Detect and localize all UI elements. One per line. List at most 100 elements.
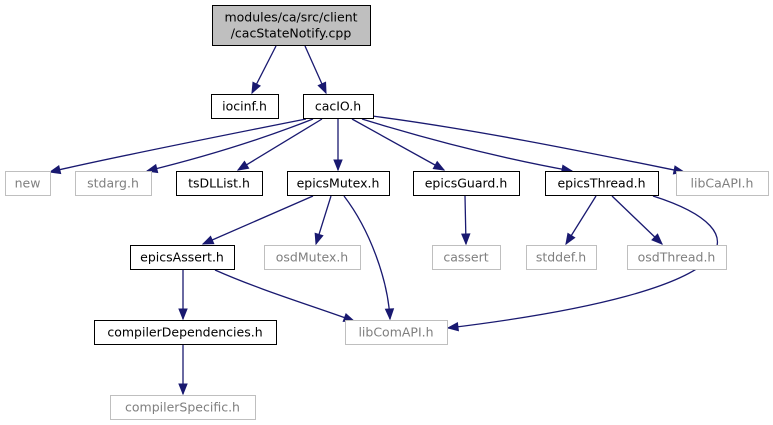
edge-line — [202, 195, 314, 245]
node-label: cassert — [443, 250, 488, 265]
arrowhead-icon — [317, 81, 327, 95]
arrowhead-icon — [461, 233, 471, 246]
arrowhead-icon — [565, 232, 576, 246]
edge-epicsassert-to-compilerdeps — [178, 270, 188, 321]
edge-cacio-to-tsdllist — [236, 118, 323, 171]
arrowhead-icon — [384, 308, 395, 321]
nodes-layer: modules/ca/src/client/cacStateNotify.cpp… — [5, 5, 769, 420]
edge-epicsthread-to-stddef — [565, 195, 597, 246]
arrowhead-icon — [201, 235, 215, 245]
node-new[interactable]: new — [5, 171, 51, 196]
node-tsdllist[interactable]: tsDLList.h — [176, 171, 263, 196]
edge-line — [214, 269, 355, 322]
edges-layer — [48, 45, 718, 396]
edge-epicsmutex-to-osdmutex — [314, 195, 332, 246]
edge-line — [49, 118, 307, 173]
node-stdarg[interactable]: stdarg.h — [75, 171, 152, 196]
node-compilerdeps[interactable]: compilerDependencies.h — [94, 320, 277, 345]
node-box — [110, 395, 256, 420]
edge-cacio-to-epicsthread — [361, 118, 574, 174]
node-box — [130, 245, 235, 270]
node-label: stddef.h — [536, 250, 586, 265]
arrowhead-icon — [333, 159, 343, 172]
node-root[interactable]: modules/ca/src/client/cacStateNotify.cpp — [212, 5, 371, 46]
node-box — [264, 245, 361, 270]
node-box — [545, 171, 659, 196]
node-label: osdThread.h — [638, 250, 716, 265]
node-box — [94, 320, 277, 345]
node-compilerspecific[interactable]: compilerSpecific.h — [110, 395, 256, 420]
arrowhead-icon — [446, 322, 459, 332]
node-box — [627, 245, 727, 270]
edge-cacio-to-epicsguard — [351, 118, 446, 171]
edge-epicsmutex-to-epicsassert — [201, 195, 314, 245]
edge-cacio-to-stdarg — [145, 118, 314, 174]
node-libcaapi[interactable]: libCaAPI.h — [676, 171, 769, 196]
edge-root-to-iocinf — [251, 45, 277, 95]
arrowhead-icon — [236, 160, 250, 171]
node-osdthread[interactable]: osdThread.h — [627, 245, 727, 270]
edge-epicsmutex-to-libcomapi — [343, 195, 395, 321]
node-box — [75, 171, 152, 196]
node-box — [5, 171, 51, 196]
node-box — [287, 171, 390, 196]
arrowhead-icon — [48, 164, 62, 175]
edge-line — [343, 195, 391, 320]
node-stddef[interactable]: stddef.h — [526, 245, 597, 270]
edge-line — [237, 118, 323, 171]
edge-cacio-to-new — [48, 118, 307, 175]
arrowhead-icon — [651, 233, 663, 245]
node-label: cacIO.h — [315, 99, 361, 114]
edge-compilerdeps-to-compilerspecific — [178, 345, 188, 396]
node-box — [211, 94, 279, 119]
node-epicsmutex[interactable]: epicsMutex.h — [287, 171, 390, 196]
node-cassert[interactable]: cassert — [432, 245, 501, 270]
edge-line — [146, 118, 314, 172]
node-label: modules/ca/src/client — [224, 10, 357, 25]
node-label: compilerSpecific.h — [125, 400, 240, 415]
node-libcomapi[interactable]: libComAPI.h — [345, 320, 448, 345]
node-label: epicsMutex.h — [297, 176, 380, 191]
arrowhead-icon — [251, 81, 261, 95]
node-label: iocinf.h — [222, 99, 267, 114]
node-label: tsDLList.h — [188, 176, 250, 191]
node-label: libCaAPI.h — [691, 176, 754, 191]
node-label: epicsAssert.h — [140, 250, 224, 265]
edge-line — [611, 195, 663, 245]
edge-cacio-to-libcaapi — [371, 115, 686, 175]
node-label: stdarg.h — [87, 176, 139, 191]
node-iocinf[interactable]: iocinf.h — [211, 94, 279, 119]
node-box — [345, 320, 448, 345]
node-box — [676, 171, 769, 196]
edge-epicsassert-to-libcomapi — [214, 269, 356, 322]
node-box — [432, 245, 501, 270]
node-epicsthread[interactable]: epicsThread.h — [545, 171, 659, 196]
node-label: epicsGuard.h — [425, 176, 508, 191]
node-epicsguard[interactable]: epicsGuard.h — [413, 171, 520, 196]
edge-line — [351, 118, 445, 171]
node-label: epicsThread.h — [557, 176, 645, 191]
node-epicsassert[interactable]: epicsAssert.h — [130, 245, 235, 270]
node-label: /cacStateNotify.cpp — [231, 26, 352, 41]
node-box — [413, 171, 520, 196]
arrowhead-icon — [314, 232, 324, 246]
node-label: compilerDependencies.h — [107, 325, 262, 340]
arrowhead-icon — [145, 163, 159, 174]
node-box — [176, 171, 263, 196]
node-osdmutex[interactable]: osdMutex.h — [264, 245, 361, 270]
edge-cacio-to-epicsmutex — [333, 119, 343, 172]
arrowhead-icon — [178, 308, 188, 321]
node-cacio[interactable]: cacIO.h — [303, 94, 374, 119]
arrowhead-icon — [432, 160, 446, 171]
edge-root-to-cacio — [304, 45, 327, 95]
arrowhead-icon — [178, 383, 188, 396]
node-label: libComAPI.h — [358, 325, 433, 340]
node-label: new — [15, 176, 41, 191]
edge-epicsthread-to-osdthread — [611, 195, 663, 245]
edge-line — [371, 115, 685, 173]
node-label: osdMutex.h — [276, 250, 348, 265]
node-box — [212, 5, 371, 46]
edge-epicsguard-to-cassert — [461, 195, 471, 246]
node-box — [303, 94, 374, 119]
